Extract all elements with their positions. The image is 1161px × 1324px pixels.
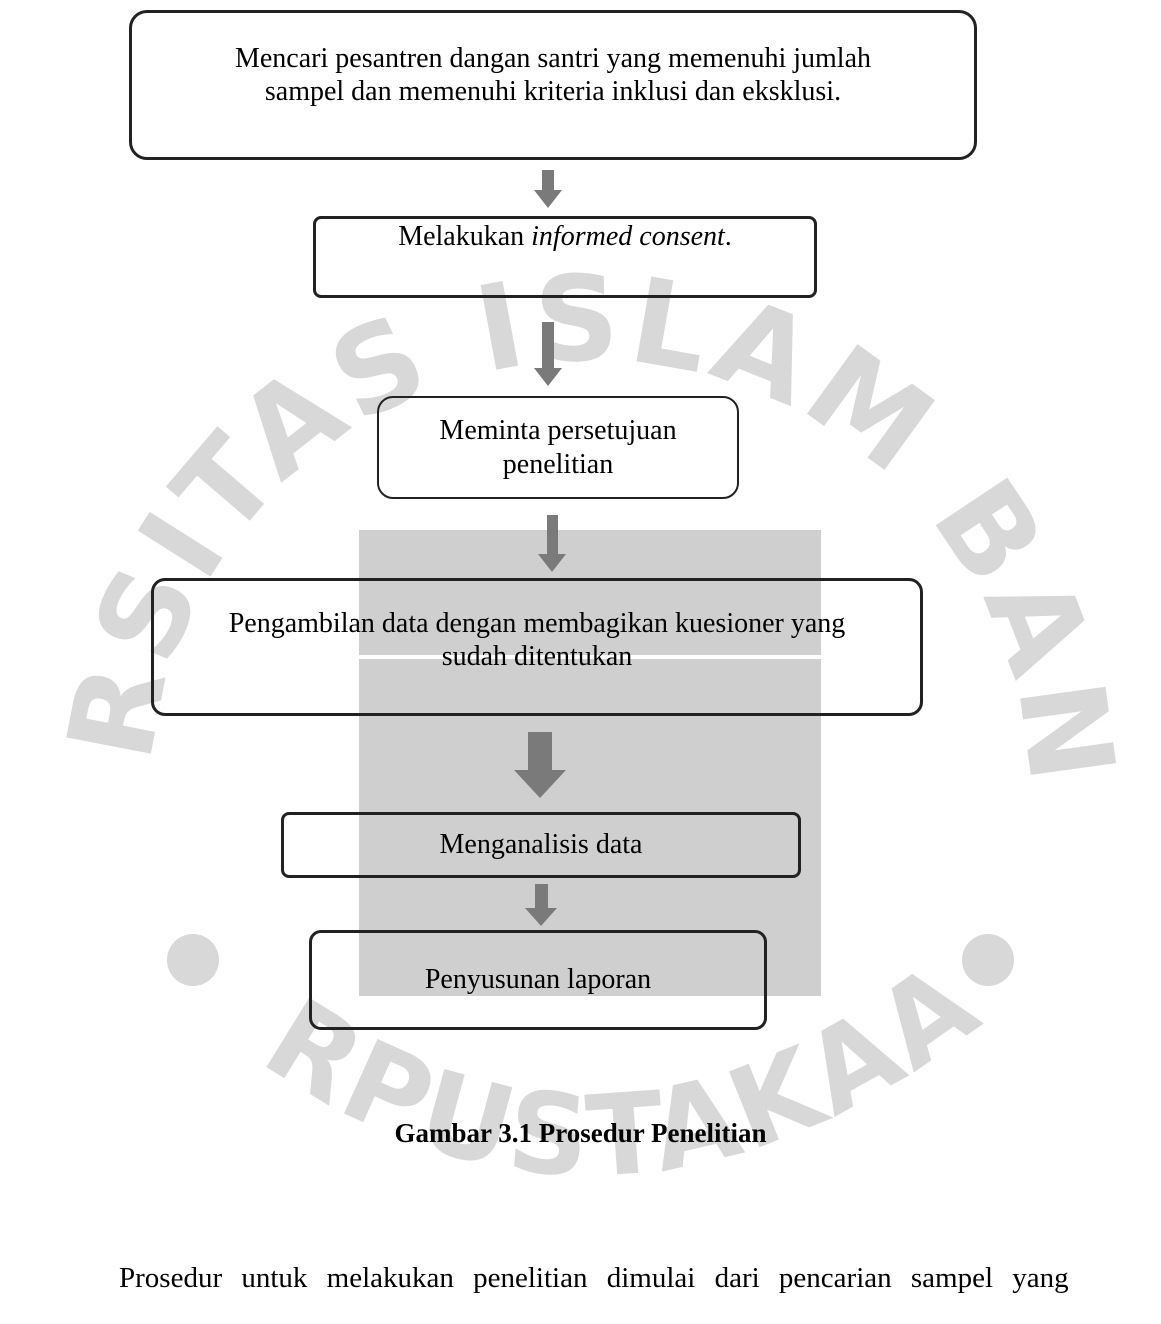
flow-step-6: Penyusunan laporan: [309, 930, 767, 1030]
watermark-dot-left: [167, 934, 219, 986]
flow-step-2-suffix: .: [724, 221, 732, 253]
gray-background-panel: [359, 530, 821, 996]
flow-step-1: Mencari pesantren dangan santri yang mem…: [129, 10, 977, 160]
flow-step-4-line2: sudah ditentukan: [441, 641, 633, 672]
body-paragraph: Prosedur untuk melakukan penelitian dimu…: [119, 1262, 1069, 1294]
flow-step-1-line2: sampel dan memenuhi kriteria inklusi dan…: [264, 76, 842, 107]
flow-step-4: Pengambilan data dengan membagikan kuesi…: [151, 578, 923, 716]
watermark-dot-right: [962, 934, 1014, 986]
gray-panel-divider: [359, 655, 821, 659]
flow-step-5: Menganalisis data: [281, 812, 801, 878]
flow-step-5-label: Menganalisis data: [439, 829, 643, 861]
flow-step-3: Meminta persetujuan penelitian: [377, 396, 739, 499]
flow-step-2-italic: informed consent: [531, 221, 725, 253]
flow-step-6-label: Penyusunan laporan: [424, 964, 652, 996]
flow-step-4-line1: Pengambilan data dengan membagikan kuesi…: [228, 607, 846, 639]
flow-step-2-prefix: Melakukan: [398, 221, 532, 253]
flow-step-1-line1: Mencari pesantren dangan santri yang mem…: [234, 42, 871, 74]
flow-step-3-line1: Meminta persetujuan: [439, 415, 677, 447]
figure-caption: Gambar 3.1 Prosedur Penelitian: [394, 1118, 767, 1148]
flow-step-2: Melakukan informed consent.: [313, 216, 817, 298]
flow-step-3-line2: penelitian: [502, 448, 614, 480]
